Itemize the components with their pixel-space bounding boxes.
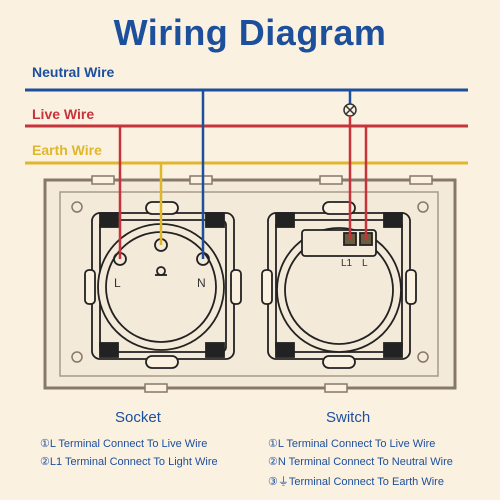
switch-module — [261, 201, 417, 369]
neutral-wire-label: Neutral Wire — [32, 64, 115, 80]
socket-note-2: ②L1 Terminal Connect To Light Wire — [40, 456, 218, 468]
live-wire-label: Live Wire — [32, 106, 95, 122]
panel-inner-frame — [59, 191, 439, 377]
socket-terminal-n: N — [197, 276, 206, 290]
frame-screws — [71, 201, 429, 363]
socket-title: Socket — [115, 409, 161, 426]
socket-note-1: ①L Terminal Connect To Live Wire — [40, 438, 208, 450]
switch-terminal-l: L — [362, 258, 368, 269]
frame-clips — [91, 175, 433, 393]
socket-module — [84, 201, 242, 369]
switch-note-3: ③⏚Terminal Connect To Earth Wire — [268, 476, 444, 488]
page-title: Wiring Diagram — [113, 12, 387, 53]
switch-terminal-l1: L1 — [341, 258, 353, 269]
switch-note-1: ①L Terminal Connect To Live Wire — [268, 438, 436, 450]
socket-terminal-l: L — [114, 276, 121, 290]
switch-note-2: ②N Terminal Connect To Neutral Wire — [268, 456, 453, 468]
switch-title: Switch — [326, 409, 371, 426]
earth-wire-label: Earth Wire — [32, 142, 102, 158]
